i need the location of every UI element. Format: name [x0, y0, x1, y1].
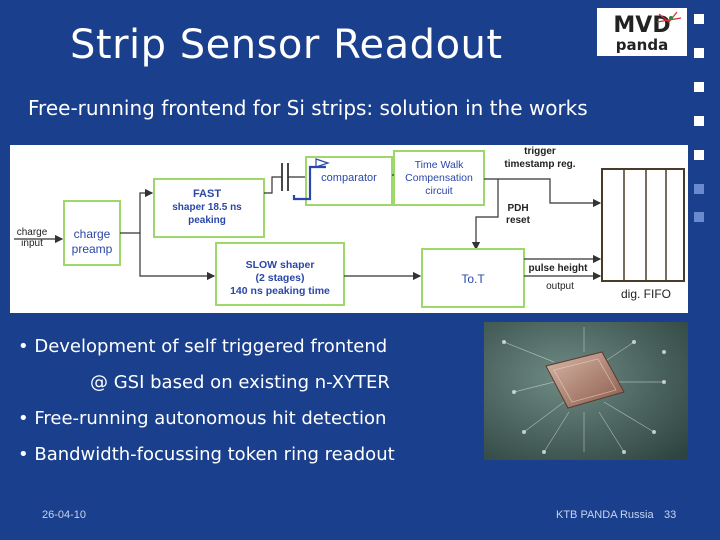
- time-walk-block: [393, 150, 485, 206]
- logo-top-text: MVD: [613, 13, 670, 38]
- decorative-square: [694, 14, 704, 24]
- svg-text:140 ns peaking time: 140 ns peaking time: [230, 285, 330, 297]
- decorative-square: [694, 184, 704, 194]
- svg-text:Compensation: Compensation: [405, 172, 473, 184]
- pulse-height-label: pulse height: [529, 263, 589, 274]
- slide-title: Strip Sensor Readout: [70, 22, 503, 68]
- digital-fifo-block: [601, 168, 685, 282]
- svg-text:SLOW shaper: SLOW shaper: [246, 259, 315, 271]
- charge-preamp-block: [63, 200, 121, 266]
- svg-text:reset: reset: [506, 215, 531, 226]
- svg-text:preamp: preamp: [72, 242, 113, 256]
- slow-shaper-block: [215, 242, 345, 306]
- bullet-point: • Free-running autonomous hit detection: [18, 408, 387, 429]
- charge-preamp-label: charge preamp: [72, 227, 113, 256]
- slow-shaper-label: SLOW shaper (2 stages) 140 ns peaking ti…: [230, 259, 330, 297]
- svg-text:shaper 18.5 ns: shaper 18.5 ns: [172, 202, 242, 213]
- decorative-square: [694, 48, 704, 58]
- fast-shaper-label: FAST shaper 18.5 ns peaking: [172, 188, 242, 226]
- decorative-square: [694, 116, 704, 126]
- svg-text:PDH: PDH: [507, 203, 528, 214]
- bullet-subpoint: @ GSI based on existing n-XYTER: [90, 372, 390, 393]
- logo-bottom-text: panda: [616, 36, 668, 54]
- tot-label: To.T: [461, 272, 485, 286]
- fast-shaper-block: [153, 178, 265, 238]
- footer-event: KTB PANDA Russia: [556, 509, 654, 521]
- bullet-point: • Development of self triggered frontend: [18, 336, 388, 357]
- svg-text:peaking: peaking: [188, 215, 226, 226]
- svg-text:charge: charge: [74, 227, 111, 241]
- svg-text:FAST: FAST: [193, 188, 221, 200]
- decorative-square: [694, 82, 704, 92]
- chip-photo: [484, 322, 688, 460]
- tot-block: [421, 248, 525, 308]
- comparator-label: comparator: [321, 172, 377, 184]
- time-walk-label: Time Walk Compensation circuit: [405, 159, 473, 197]
- readout-block-diagram: charge input charge preamp FAST shaper 1…: [10, 145, 688, 313]
- digital-fifo-label: dig. FIFO: [621, 287, 671, 301]
- trigger-timestamp-label: trigger timestamp reg.: [504, 146, 575, 170]
- decorative-square: [694, 150, 704, 160]
- pdh-reset-label: PDH reset: [506, 203, 531, 226]
- svg-text:circuit: circuit: [425, 185, 453, 197]
- slide-subtitle: Free-running frontend for Si strips: sol…: [28, 96, 588, 120]
- bullet-point: • Bandwidth-focussing token ring readout: [18, 444, 395, 465]
- svg-text:(2 stages): (2 stages): [255, 272, 304, 284]
- output-label: output: [546, 281, 574, 292]
- mvd-panda-logo: MVD panda: [597, 8, 687, 56]
- decorative-square: [694, 212, 704, 222]
- logo-graphic: MVD panda: [597, 8, 687, 56]
- svg-text:timestamp reg.: timestamp reg.: [504, 159, 575, 170]
- svg-text:input: input: [21, 238, 43, 249]
- svg-text:trigger: trigger: [524, 146, 556, 157]
- charge-input-label: charge input: [17, 227, 48, 249]
- footer-page-number: 33: [664, 509, 677, 521]
- svg-text:Time Walk: Time Walk: [415, 159, 465, 171]
- footer-date: 26-04-10: [42, 509, 87, 521]
- svg-text:charge: charge: [17, 227, 48, 238]
